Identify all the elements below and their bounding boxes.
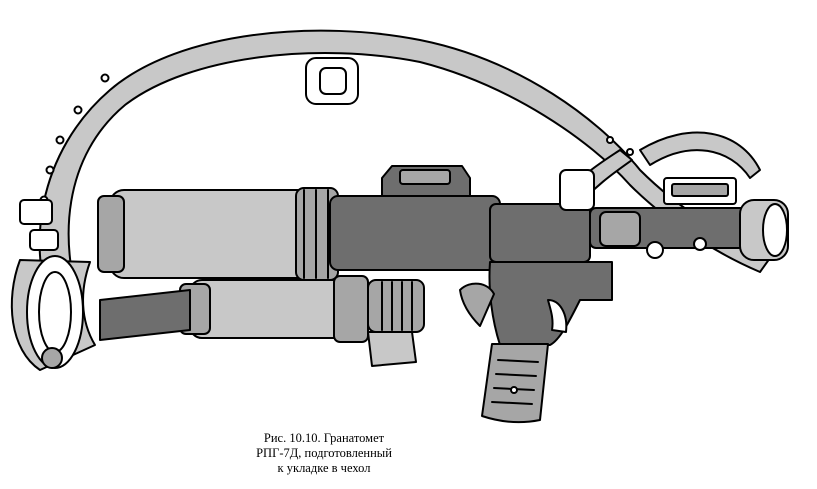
lower-tube (99, 275, 425, 367)
rear-bell (10, 255, 96, 371)
caption-line-2: РПГ-7Д, подготовленный (256, 446, 392, 460)
upper-tube (97, 187, 339, 281)
caption-line-3: к укладке в чехол (277, 461, 371, 475)
caption-line-1: Рис. 10.10. Гранатомет (263, 431, 385, 445)
trigger-group (459, 261, 613, 424)
strap-clips (559, 169, 707, 259)
figure-caption: Рис. 10.10. Гранатомет РПГ-7Д, подготовл… (214, 431, 434, 476)
pistol-grip (481, 343, 549, 424)
